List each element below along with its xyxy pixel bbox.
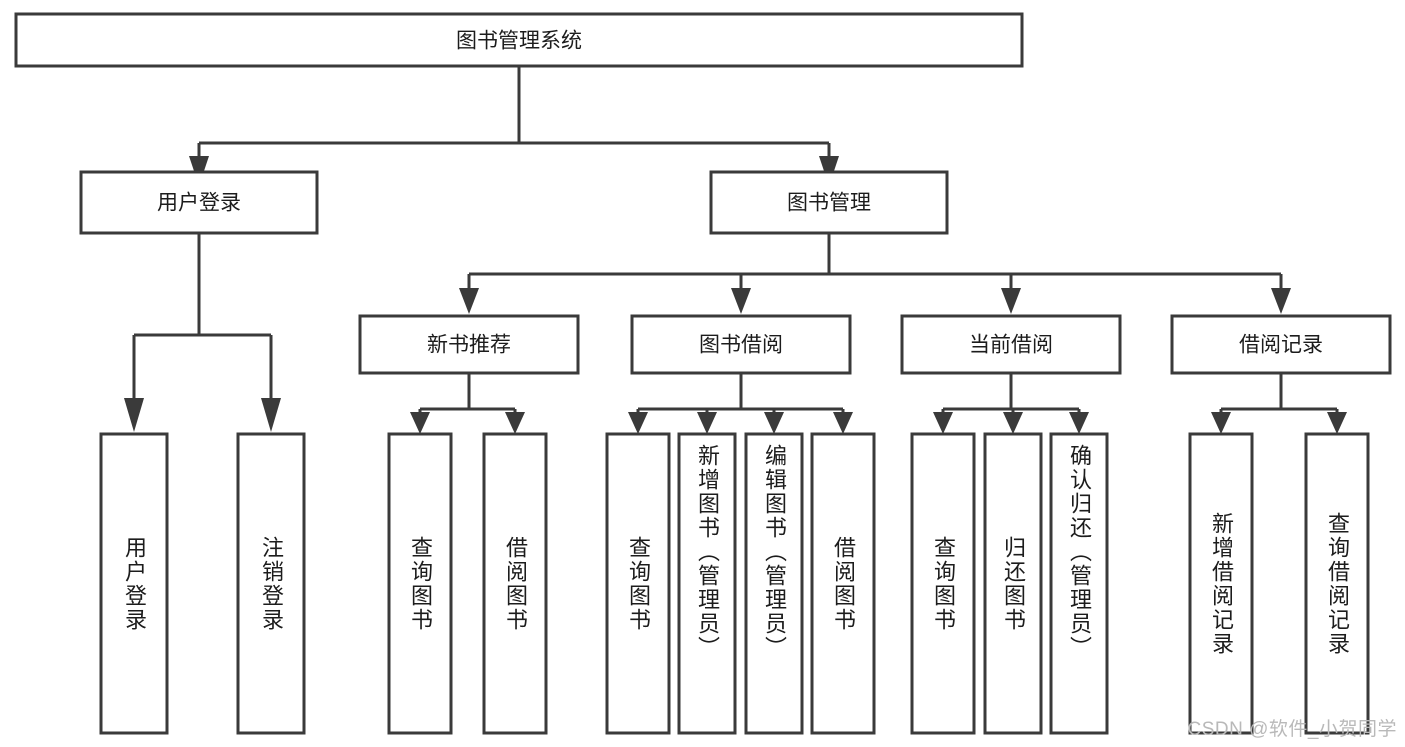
leaf-box-add-book-admin[interactable] (677, 432, 737, 735)
arrow-currentborrow-leaf-2 (1003, 412, 1023, 434)
node-root-label: 图书管理系统 (456, 30, 582, 53)
arrow-borrowrecord-leaf-1 (1211, 412, 1231, 434)
node-user-login-box[interactable] (79, 170, 319, 235)
node-new-book-rec[interactable]: 新书推荐 (358, 314, 580, 375)
leaf-box-edit-book-admin[interactable] (744, 432, 804, 735)
arrow-bookborrow-leaf-3 (764, 412, 784, 434)
connector-layer (124, 66, 1347, 434)
node-book-borrow-label: 图书借阅 (699, 334, 783, 357)
arrow-bookborrow-leaf-4 (833, 412, 853, 434)
node-borrow-record-label: 借阅记录 (1239, 334, 1323, 357)
node-current-borrow[interactable]: 当前借阅 (900, 314, 1122, 375)
arrow-currentborrow-leaf-1 (933, 412, 953, 434)
arrow-borrowrecord-leaf-2 (1327, 412, 1347, 434)
node-book-borrow[interactable]: 图书借阅 (630, 314, 852, 375)
node-user-login[interactable]: 用户登录 (79, 170, 319, 235)
node-book-mgmt-label: 图书管理 (787, 192, 871, 215)
arrow-to-borrow-record (1271, 288, 1291, 314)
node-current-borrow-box[interactable] (900, 314, 1122, 375)
node-user-login-label: 用户登录 (157, 192, 241, 215)
arrow-userlogin-leaf-1 (124, 398, 144, 432)
leaf-box-add-borrow-rec[interactable] (1188, 432, 1254, 735)
leaf-box-query-book-cur[interactable] (910, 432, 976, 735)
node-book-mgmt-box[interactable] (709, 170, 949, 235)
arrow-to-book-borrow (731, 288, 751, 314)
node-new-book-rec-label: 新书推荐 (427, 334, 511, 357)
csdn-watermark: CSDN @软件_小贺同学 (1187, 719, 1397, 740)
leaf-box-return-book[interactable] (983, 432, 1043, 735)
node-root[interactable]: 图书管理系统 (14, 12, 1024, 68)
node-root-box[interactable] (14, 12, 1024, 68)
leaf-box-confirm-return[interactable] (1049, 432, 1109, 735)
leaf-box-query-book-brw[interactable] (605, 432, 671, 735)
leaf-box-borrow-book-brw[interactable] (810, 432, 876, 735)
arrow-to-new-book-rec (459, 288, 479, 314)
arrow-userlogin-leaf-2 (261, 398, 281, 432)
leaf-box-layer (99, 432, 1370, 735)
node-borrow-record-box[interactable] (1170, 314, 1392, 375)
arrow-currentborrow-leaf-3 (1069, 412, 1089, 434)
arrow-bookborrow-leaf-2 (697, 412, 717, 434)
node-book-mgmt[interactable]: 图书管理 (709, 170, 949, 235)
leaf-box-user-login[interactable] (99, 432, 169, 735)
leaf-box-query-borrow-rec[interactable] (1304, 432, 1370, 735)
leaf-box-query-book-rec[interactable] (387, 432, 453, 735)
arrow-newbook-leaf-2 (505, 412, 525, 434)
node-book-borrow-box[interactable] (630, 314, 852, 375)
leaf-box-borrow-book-rec[interactable] (482, 432, 548, 735)
arrow-bookborrow-leaf-1 (628, 412, 648, 434)
node-current-borrow-label: 当前借阅 (969, 334, 1053, 357)
node-new-book-rec-box[interactable] (358, 314, 580, 375)
node-borrow-record[interactable]: 借阅记录 (1170, 314, 1392, 375)
leaf-box-logout[interactable] (236, 432, 306, 735)
arrow-newbook-leaf-1 (410, 412, 430, 434)
arrow-to-current-borrow (1001, 288, 1021, 314)
